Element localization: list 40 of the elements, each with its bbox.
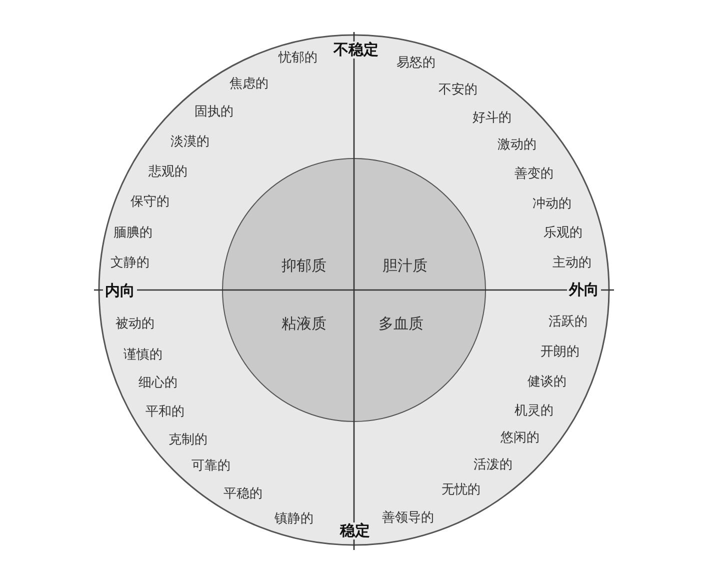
trait-label: 固执的 [194,106,234,118]
trait-label: 镇静的 [274,512,314,526]
trait-label: 活跃的 [548,316,588,328]
trait-label: 机灵的 [514,404,554,418]
trait-label: 焦虑的 [230,78,268,90]
trait-label: 谨慎的 [124,348,162,362]
trait-label: 无忧的 [442,484,480,496]
trait-label: 主动的 [552,256,592,270]
temperament-label: 粘液质 [282,316,326,332]
trait-label: 健谈的 [528,376,566,388]
trait-label: 好斗的 [472,112,512,124]
trait-label: 平稳的 [224,488,262,500]
trait-label: 乐观的 [544,226,582,240]
trait-label: 悲观的 [148,166,188,178]
trait-label: 善领导的 [382,512,434,524]
axis-label: 内向 [103,282,137,300]
trait-label: 文静的 [110,256,150,270]
temperament-label: 多血质 [378,316,424,332]
trait-label: 保守的 [130,196,170,208]
trait-label: 被动的 [116,318,154,330]
temperament-label: 抑郁质 [282,258,326,274]
trait-label: 忧郁的 [278,52,318,64]
trait-label: 克制的 [168,434,208,446]
trait-label: 腼腆的 [114,226,152,240]
trait-label: 淡漠的 [170,136,210,148]
temperament-label: 胆汁质 [382,258,428,274]
trait-label: 善变的 [514,168,554,180]
trait-label: 开朗的 [540,346,580,358]
trait-label: 冲动的 [532,198,572,210]
trait-label: 可靠的 [192,460,230,472]
trait-label: 激动的 [498,138,536,152]
axis-label: 稳定 [338,522,372,540]
trait-label: 悠闲的 [500,432,540,444]
axis-label: 外向 [567,282,601,298]
trait-label: 易怒的 [396,56,436,70]
trait-label: 不安的 [438,84,478,96]
trait-label: 细心的 [138,376,178,390]
trait-label: 活泼的 [474,458,512,472]
axis-label: 不稳定 [332,42,380,58]
trait-label: 平和的 [146,406,184,418]
